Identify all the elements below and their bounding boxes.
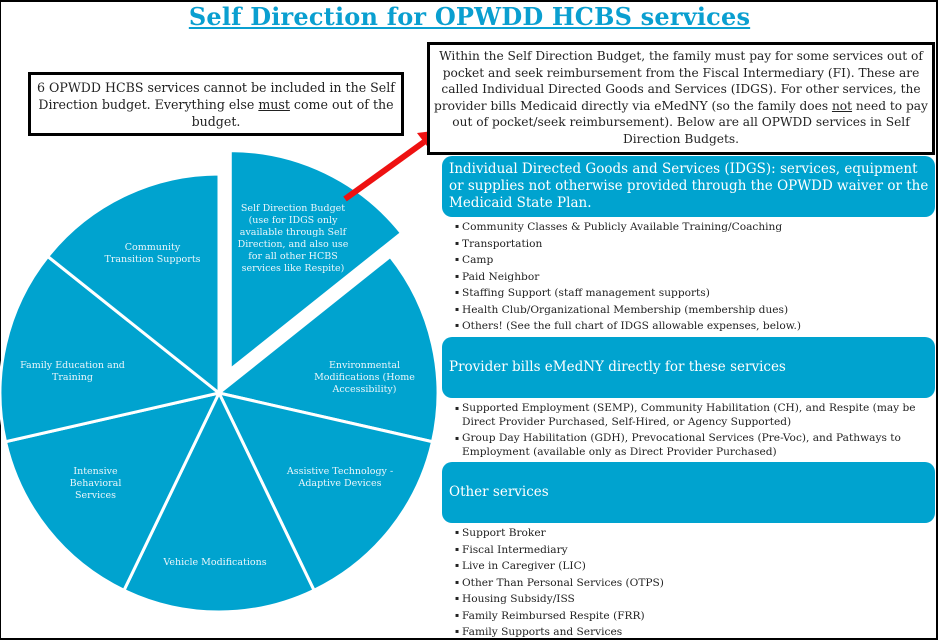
list-item: Community Classes & Publicly Available T… xyxy=(455,219,933,236)
pie-label-environmental-modifications: Environmental Modifications (Home Access… xyxy=(314,360,415,395)
list-item: Transportation xyxy=(455,236,933,253)
pie-label-assistive-technology: Assistive Technology - Adaptive Devices xyxy=(286,466,394,489)
emedny-list: Supported Employment (SEMP), Community H… xyxy=(455,402,933,462)
list-item: Camp xyxy=(455,252,933,269)
pie-label-vehicle-modifications: Vehicle Modifications xyxy=(163,557,267,568)
note-text: come out of the budget. xyxy=(191,97,394,129)
list-item: Paid Neighbor xyxy=(455,269,933,286)
note-text: need to pay out of pocket/seek reimburse… xyxy=(452,98,928,146)
pie-slice xyxy=(228,149,404,373)
pie-slice xyxy=(0,254,223,444)
pie-label-intensive-behavioral: Intensive Behavioral Services xyxy=(69,466,122,501)
pie-label-family-education: Family Education and Training xyxy=(20,360,125,383)
list-item: Live in Caregiver (LIC) xyxy=(455,558,933,575)
pie-slice xyxy=(45,172,221,397)
pie-label-community-transition: Community Transition Supports xyxy=(104,242,201,265)
list-item: Fiscal Intermediary xyxy=(455,542,933,559)
list-item: Housing Subsidy/ISS xyxy=(455,591,933,608)
section-heading-other: Other services xyxy=(442,462,935,523)
pie-slice xyxy=(121,389,317,614)
note-emphasis: must xyxy=(258,97,290,112)
list-item: Family Supports and Services xyxy=(455,624,933,641)
list-item: Group Day Habilitation (GDH), Prevocatio… xyxy=(455,432,933,459)
note-text: 6 OPWDD HCBS services cannot be included… xyxy=(37,80,395,112)
heading-text: Provider bills eMedNY directly for these… xyxy=(449,359,786,375)
list-item: Supported Employment (SEMP), Community H… xyxy=(455,402,933,429)
list-item: Support Broker xyxy=(455,525,933,542)
heading-text: Individual Directed Goods and Services (… xyxy=(449,161,929,211)
section-heading-emedny: Provider bills eMedNY directly for these… xyxy=(442,337,935,398)
page-title: Self Direction for OPWDD HCBS services xyxy=(188,2,751,31)
other-services-list: Support Broker Fiscal Intermediary Live … xyxy=(455,525,933,641)
note-emphasis: not xyxy=(831,98,853,113)
pie-slice xyxy=(215,254,440,444)
list-item: Health Club/Organizational Membership (m… xyxy=(455,302,933,319)
list-item: Other Than Personal Services (OTPS) xyxy=(455,575,933,592)
pie-slice xyxy=(3,390,222,593)
pie-label-self-direction: Self Direction Budget (use for IDGS only… xyxy=(237,203,349,274)
heading-text: Other services xyxy=(449,484,549,500)
idgs-list: Community Classes & Publicly Available T… xyxy=(455,219,933,335)
list-item: Family Reimbursed Respite (FRR) xyxy=(455,608,933,625)
right-note-box: Within the Self Direction Budget, the fa… xyxy=(427,42,935,155)
note-text: Within the Self Direction Budget, the fa… xyxy=(434,49,923,113)
section-heading-idgs: Individual Directed Goods and Services (… xyxy=(442,156,935,217)
left-note-box: 6 OPWDD HCBS services cannot be included… xyxy=(28,72,404,136)
list-item: Staffing Support (staff management suppo… xyxy=(455,285,933,302)
pie-slice xyxy=(216,390,435,593)
list-item: Others! (See the full chart of IDGS allo… xyxy=(455,318,933,335)
